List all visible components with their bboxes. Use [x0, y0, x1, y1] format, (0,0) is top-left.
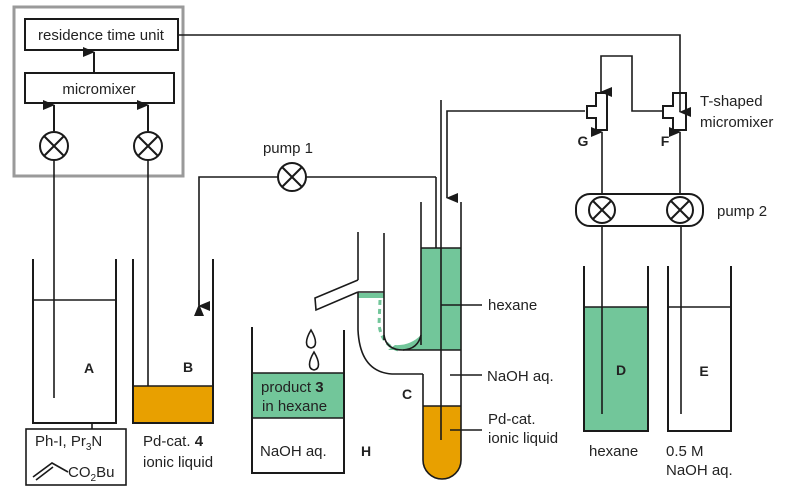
pump-2: pump 2 — [575, 127, 767, 414]
micromixer: micromixer — [24, 72, 175, 104]
vessel-E-letter: E — [699, 363, 708, 379]
t-mixer-F: F — [661, 92, 687, 149]
pump-1: pump 1 — [194, 140, 437, 350]
pump-head-B — [133, 100, 163, 161]
vessel-D-letter: D — [616, 362, 626, 378]
vessel-H-letter: H — [361, 443, 371, 459]
vessel-B-caption-2: ionic liquid — [143, 454, 213, 471]
reagent-co2bu: CO — [68, 464, 91, 481]
vessel-C-hexane-label: hexane — [488, 297, 537, 314]
line-residence-to-F — [178, 34, 691, 117]
vessel-C-il-label-2: ionic liquid — [488, 430, 558, 447]
pump-head-A — [39, 100, 69, 161]
svg-text:product 3: product 3 — [261, 379, 324, 396]
vessel-D-caption: hexane — [589, 443, 638, 460]
vessel-H-naoh-label: NaOH aq. — [260, 443, 327, 460]
vessel-B-letter: B — [183, 359, 193, 375]
reagent-phi-pr3n: Ph-I, Pr — [35, 433, 86, 450]
vessel-H-product-label: product — [261, 379, 315, 396]
droplet-icon — [305, 328, 320, 371]
pump-2-label: pump 2 — [717, 203, 767, 220]
line-F-to-G — [600, 55, 663, 112]
vessel-A: A — [32, 259, 117, 424]
vessel-H-hexane-label: in hexane — [262, 398, 327, 415]
vessel-H: product 3 in hexane NaOH aq. H — [251, 327, 371, 474]
vessel-B-caption: Pd-cat. — [143, 433, 195, 450]
subscript-2: 2 — [91, 473, 97, 484]
vessel-C-letter: C — [402, 386, 412, 402]
reactor-enclosure — [12, 5, 185, 178]
catalyst-number: 4 — [195, 433, 204, 450]
mixer-F-letter: F — [661, 133, 670, 149]
residence-time-unit: residence time unit — [24, 18, 179, 51]
mixer-G-letter: G — [578, 133, 589, 149]
vessel-D: D hexane — [583, 266, 649, 460]
micromixer-label: micromixer — [62, 81, 135, 98]
line-G-to-C — [446, 110, 585, 203]
vessel-B: B Pd-cat. 4 ionic liquid — [132, 259, 214, 471]
subscript-3: 3 — [86, 442, 92, 453]
vessel-E-caption-1: 0.5 M — [666, 443, 704, 460]
svg-text:CO2Bu: CO2Bu — [68, 464, 114, 484]
acrylate-bond-icon — [32, 462, 69, 478]
svg-text:Pd-cat. 4: Pd-cat. 4 — [143, 433, 204, 450]
product-number: 3 — [315, 379, 323, 396]
svg-text:Ph-I, Pr3N: Ph-I, Pr3N — [35, 433, 102, 453]
vessel-E: E 0.5 M NaOH aq. — [666, 266, 733, 479]
reagent-bu: Bu — [96, 464, 114, 481]
residence-time-unit-label: residence time unit — [38, 27, 165, 44]
vessel-E-caption-2: NaOH aq. — [666, 462, 733, 479]
vessel-C-naoh-label: NaOH aq. — [487, 368, 554, 385]
reagents-box: Ph-I, Pr3N CO2Bu — [25, 423, 127, 486]
t-mixer-label-2: micromixer — [700, 114, 773, 131]
vessel-C: C hexane NaOH aq. Pd-cat. ionic liquid — [314, 100, 558, 480]
vessel-A-letter: A — [84, 360, 94, 376]
t-mixer-G: G — [578, 92, 608, 149]
vessel-C-il-label-1: Pd-cat. — [488, 411, 536, 428]
t-mixer-label-1: T-shaped — [700, 93, 763, 110]
reagent-n: N — [91, 433, 102, 450]
pump-1-label: pump 1 — [263, 140, 313, 157]
